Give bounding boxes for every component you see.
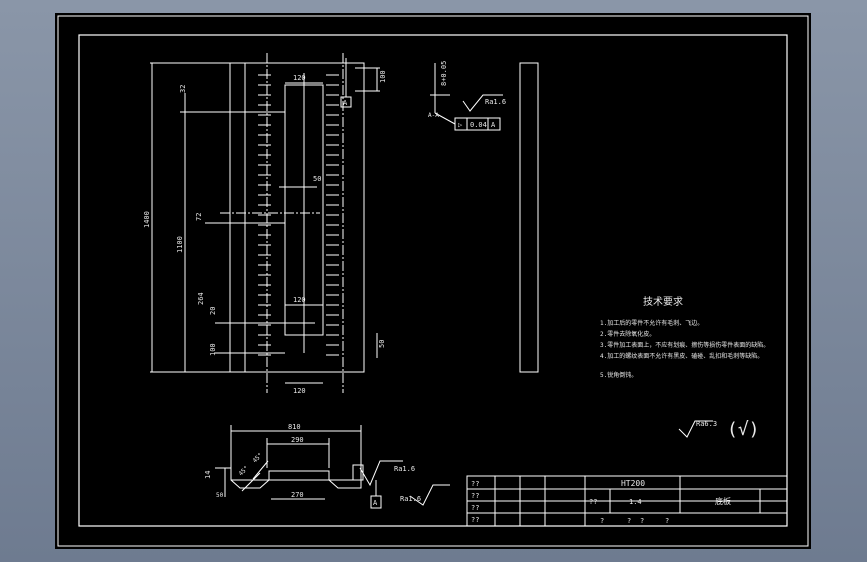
dim-top-width: 120 [293, 74, 306, 82]
tolerance-leader [434, 112, 456, 125]
title-cell-3: ?? [471, 504, 479, 512]
cad-drawing: 1400 1100 120 100 50 120 120 32 72 264 2… [57, 15, 809, 547]
dim-1100: 1100 [176, 236, 184, 253]
section-angle-1: 45° [237, 465, 250, 478]
dim-lower-width: 120 [293, 296, 306, 304]
section-dim-14: 14 [204, 471, 212, 479]
dim-left-264: 264 [197, 292, 205, 305]
section-view [215, 425, 450, 509]
title-block [466, 475, 788, 527]
datum-label: A [343, 99, 348, 107]
section-roughness: Ra1.6 [485, 98, 506, 106]
section-profile [215, 467, 362, 489]
section-dim-290: 290 [291, 436, 304, 444]
dim-left-32: 32 [179, 85, 187, 93]
dim-right-50: 50 [378, 340, 386, 348]
roughness-symbol [462, 94, 503, 112]
general-roughness-icon [678, 420, 713, 438]
drawing-sheet: 1400 1100 120 100 50 120 120 32 72 264 2… [55, 13, 811, 549]
dim-overall-height: 1400 [143, 211, 151, 228]
section-angle-2: 45° [251, 452, 264, 465]
angle-leader [241, 472, 261, 492]
section-dim-vertical: 8+0.05 [440, 61, 448, 86]
dim-left-72: 72 [195, 213, 203, 221]
roughness-symbol-1 [359, 460, 403, 487]
section-dim-50: 50 [216, 492, 224, 499]
tolerance-value: 0.04 [470, 121, 487, 129]
tolerance-datum: A [491, 121, 496, 129]
side-view [519, 62, 539, 373]
dim-bottom-width: 120 [293, 387, 306, 395]
scale-label: ?? [589, 498, 597, 506]
tech-req-item-1: 1.加工后的零件不允许有毛刺、飞边。 [600, 319, 703, 327]
bottom-cell-4: ? [665, 517, 669, 525]
section-roughness-2: Ra1.6 [400, 495, 421, 503]
dim-left-20: 20 [209, 307, 217, 315]
tech-req-title: 技术要求 [643, 295, 683, 308]
section-dim-total: 810 [288, 423, 301, 431]
general-roughness-symbol: (√) [727, 419, 760, 440]
dim-left-100: 100 [209, 343, 217, 356]
tech-req-item-4: 4.加工的螺纹表面不允许有黑皮、磕碰、乱扣和毛刺等缺陷。 [600, 352, 763, 360]
section-dim-270: 270 [291, 491, 304, 499]
angle-leader [252, 460, 269, 480]
bottom-cell-3: ? [640, 517, 644, 525]
title-cell-4: ?? [471, 516, 479, 524]
tolerance-symbol: ▷ [458, 121, 463, 129]
title-cell-1: ?? [471, 480, 479, 488]
dim-top-right: 100 [379, 70, 387, 83]
tech-req-item-2: 2.零件去除氧化皮。 [600, 330, 655, 338]
section-roughness-1: Ra1.6 [394, 465, 415, 473]
section-label: A-A [428, 112, 439, 119]
inner-frame [78, 34, 788, 527]
dim-mid-width: 50 [313, 175, 321, 183]
title-cell-2: ?? [471, 492, 479, 500]
main-view [150, 53, 380, 393]
plate-outline [229, 62, 365, 373]
scale-value: 1:4 [629, 498, 642, 506]
bottom-cell-2: ? [627, 517, 631, 525]
general-roughness-value: Ra6.3 [696, 420, 717, 428]
tech-req-item-3: 3.零件加工表面上，不应有划痕、擦伤等损伤零件表面的缺陷。 [600, 341, 769, 349]
part-name: 底板 [715, 496, 731, 506]
roughness-symbol-2 [409, 484, 450, 506]
material: HT200 [621, 479, 645, 488]
section-note [430, 63, 503, 131]
tech-req-item-5: 5.锐角倒钝。 [600, 371, 637, 379]
bottom-cell-1: ? [600, 517, 604, 525]
section-datum-label: A [373, 499, 378, 507]
outer-frame [57, 15, 809, 547]
